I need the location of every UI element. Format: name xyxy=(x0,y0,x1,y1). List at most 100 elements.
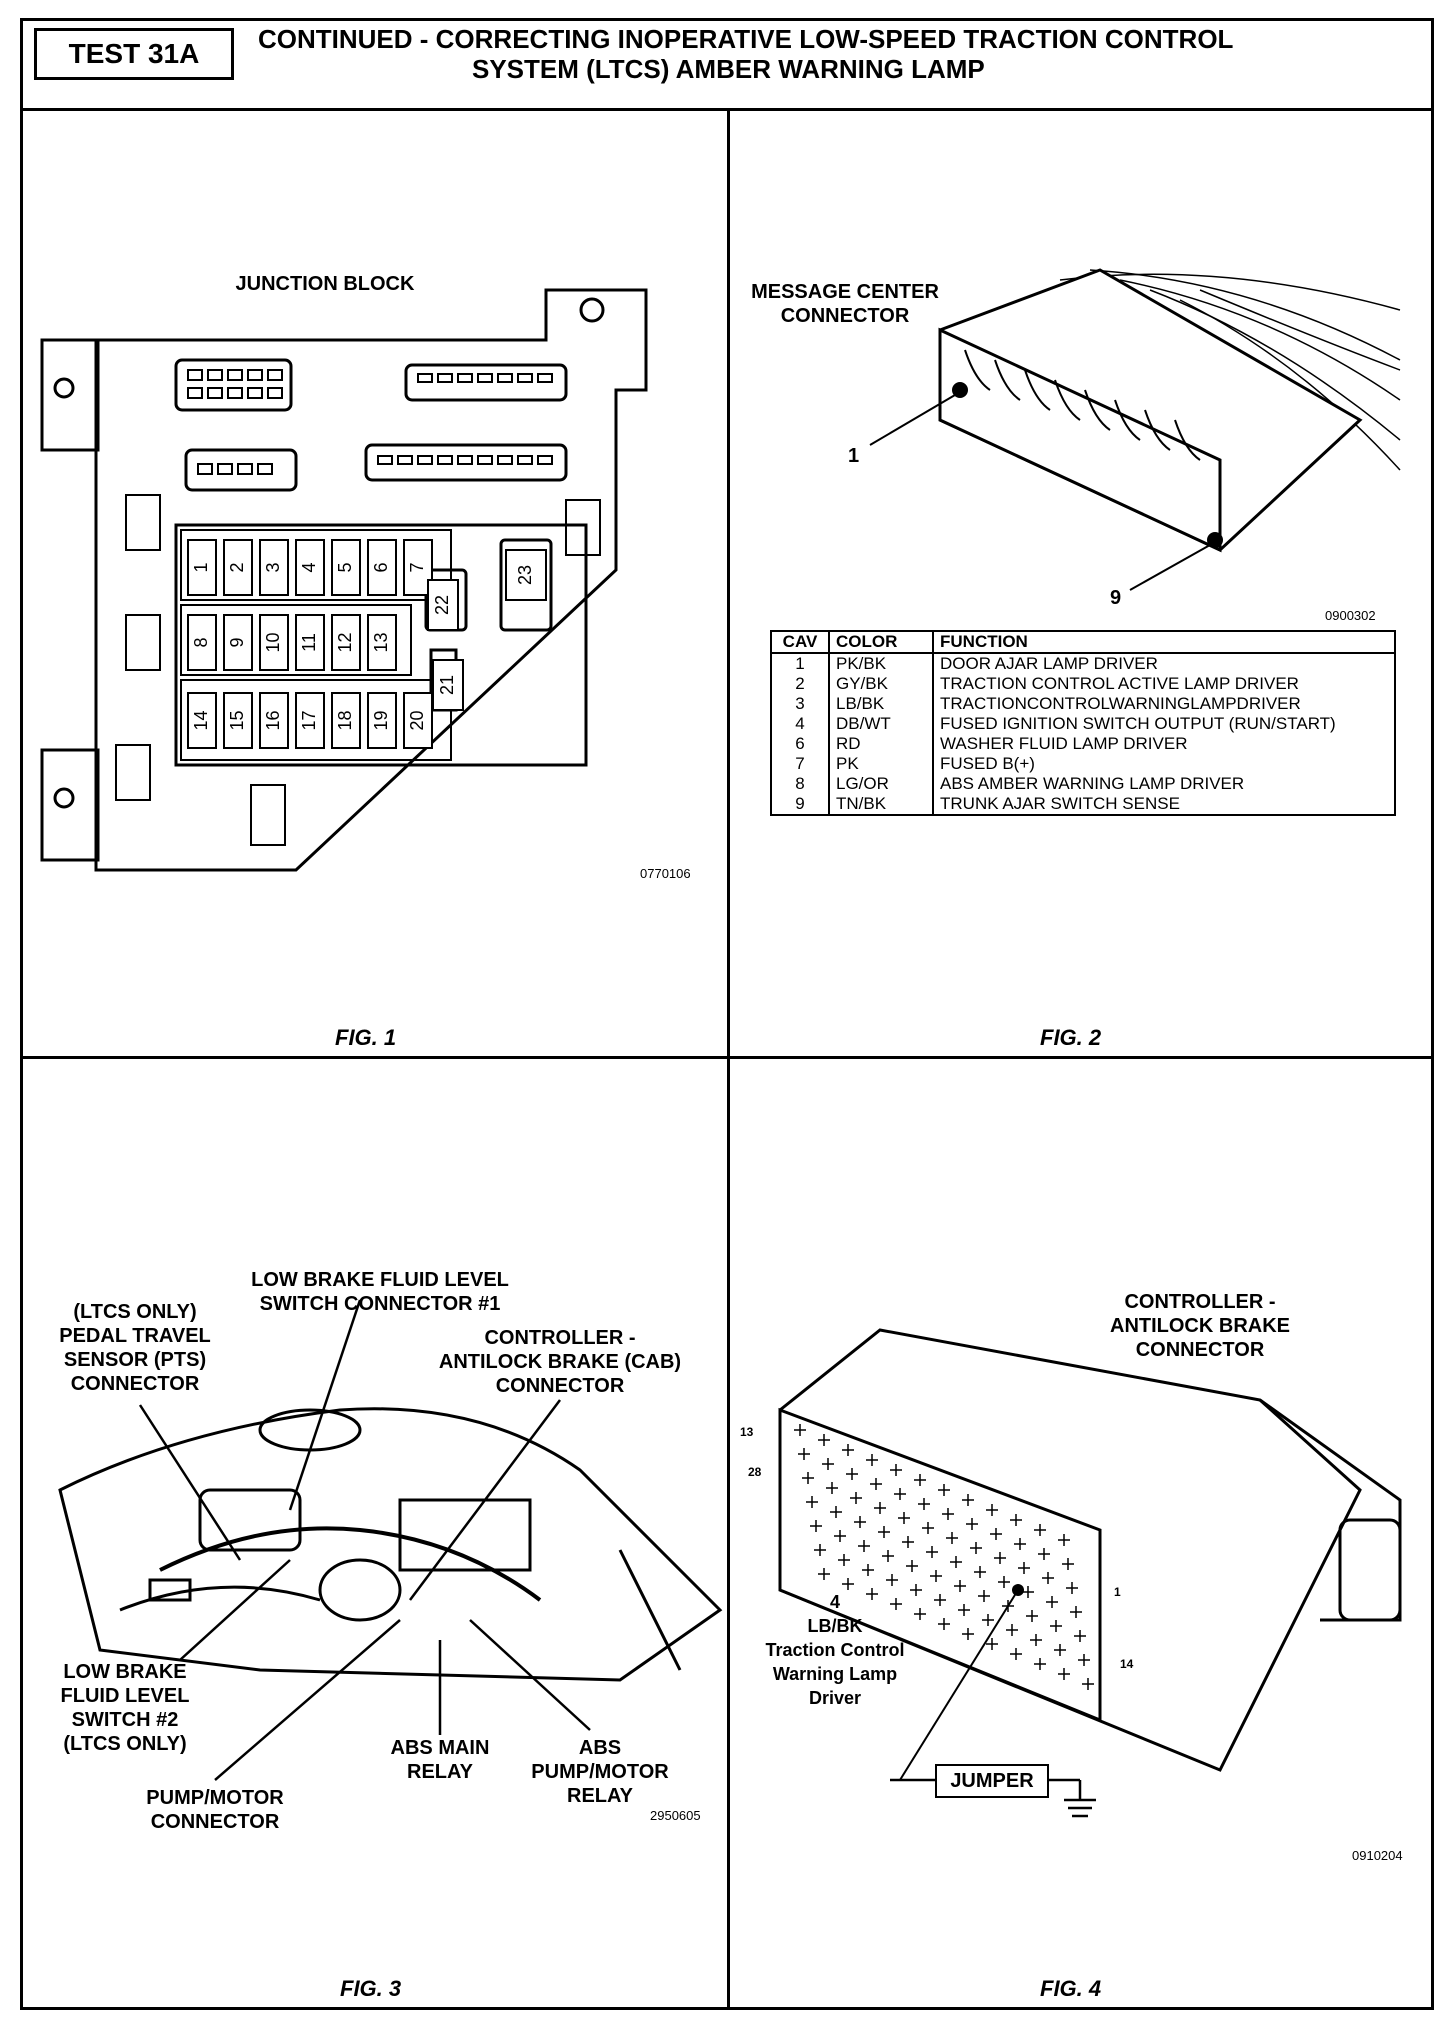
connector-cavity xyxy=(850,1492,862,1504)
connector-cavity xyxy=(1062,1558,1074,1570)
fig2-code: 0900302 xyxy=(1325,608,1376,623)
connector-cavity xyxy=(866,1454,878,1466)
connector-cavity xyxy=(842,1444,854,1456)
connector-cavity xyxy=(890,1598,902,1610)
function-cell: TRACTION CONTROL ACTIVE LAMP DRIVER xyxy=(940,674,1299,693)
connector-cavity xyxy=(874,1502,886,1514)
label-abs-pump-relay: ABS PUMP/MOTOR RELAY xyxy=(531,1737,669,1807)
fig4-caption: FIG. 4 xyxy=(1040,1976,1102,2001)
connector-cavity xyxy=(934,1594,946,1606)
connector-cavity xyxy=(978,1590,990,1602)
fuse-cell xyxy=(259,692,289,749)
connector-cavity xyxy=(1038,1548,1050,1560)
cav-cell: 8 xyxy=(771,774,830,794)
fuse-number: 15 xyxy=(227,710,247,730)
color-cell: GY/BK xyxy=(829,674,934,694)
page-title: CONTINUED - CORRECTING INOPERATIVE LOW-S… xyxy=(258,24,1418,84)
connector-cavity xyxy=(1034,1524,1046,1536)
connector-cavity xyxy=(926,1546,938,1558)
fig4-title: CONTROLLER - ANTILOCK BRAKE CONNECTOR xyxy=(1110,1291,1290,1361)
fig4-pin13: 13 xyxy=(740,1425,754,1439)
color-cell: PK/BK xyxy=(829,653,934,674)
connector-cavity xyxy=(910,1584,922,1596)
connector-cavity xyxy=(818,1568,830,1580)
connector-cavity xyxy=(794,1424,806,1436)
fuse-cell xyxy=(259,539,289,596)
connector-cavity xyxy=(854,1516,866,1528)
cav-cell: 3 xyxy=(771,694,830,714)
connector-cavity xyxy=(970,1542,982,1554)
connector-cavity xyxy=(878,1526,890,1538)
fuse-number: 4 xyxy=(299,562,319,572)
fuse-number: 13 xyxy=(371,632,391,652)
connector-cavity xyxy=(914,1474,926,1486)
message-center-connector-diagram xyxy=(869,268,1401,591)
connector-cavity xyxy=(1010,1514,1022,1526)
cav-cell: 9 xyxy=(771,794,830,815)
connector-cavity xyxy=(994,1552,1006,1564)
fig3-caption: FIG. 3 xyxy=(340,1976,402,2001)
cav-cell: 2 xyxy=(771,674,830,694)
function-cell: WASHER FLUID LAMP DRIVER xyxy=(940,734,1188,753)
connector-cavity xyxy=(1022,1586,1034,1598)
fig2-pin1-label: 1 xyxy=(848,445,860,467)
connector-cavity xyxy=(1070,1606,1082,1618)
connector-cavity xyxy=(870,1478,882,1490)
fuse-number: 11 xyxy=(299,633,319,652)
connector-cavity xyxy=(898,1512,910,1524)
fuse-cell xyxy=(223,539,253,596)
col-function: FUNCTION xyxy=(933,631,1395,654)
fuse-cell xyxy=(427,579,459,631)
engine-bay-illustration xyxy=(58,1407,723,1682)
function-cell: TRACTIONCONTROLWARNINGLAMPDRIVER xyxy=(940,694,1301,713)
connector-cavity xyxy=(846,1468,858,1480)
title-line-2: SYSTEM (LTCS) AMBER WARNING LAMP xyxy=(472,54,985,84)
connector-cavity xyxy=(1054,1644,1066,1656)
color-cell: TN/BK xyxy=(829,794,934,815)
color-cell: PK xyxy=(829,754,934,774)
fuse-cell xyxy=(295,614,325,671)
connector-cavity xyxy=(814,1544,826,1556)
fuse-number: 19 xyxy=(371,710,391,730)
fig1-code: 0770106 xyxy=(640,866,691,881)
fuse-cell xyxy=(187,539,217,596)
fig4-code: 0910204 xyxy=(1352,1848,1403,1863)
function-cell: FUSED IGNITION SWITCH OUTPUT (RUN/START) xyxy=(940,714,1336,733)
connector-cavity xyxy=(838,1554,850,1566)
connector-cavity xyxy=(1010,1648,1022,1660)
color-cell: LG/OR xyxy=(829,774,934,794)
fig3-code: 2950605 xyxy=(650,1808,701,1823)
fuse-cell xyxy=(367,539,397,596)
connector-cavity xyxy=(986,1638,998,1650)
fuse-cell xyxy=(505,549,547,601)
fuse-number: 2 xyxy=(227,562,247,572)
fuse-cell xyxy=(367,692,397,749)
connector-cavity xyxy=(998,1576,1010,1588)
label-pedal-travel-sensor: (LTCS ONLY) PEDAL TRAVEL SENSOR (PTS) CO… xyxy=(59,1301,211,1395)
fuse-cell xyxy=(331,539,361,596)
col-color: COLOR xyxy=(829,631,934,654)
connector-cavity xyxy=(1050,1620,1062,1632)
connector-cavity xyxy=(890,1464,902,1476)
connector-cavity xyxy=(954,1580,966,1592)
connector-cavity xyxy=(1074,1630,1086,1642)
connector-cavity xyxy=(1058,1534,1070,1546)
function-cell: TRUNK AJAR SWITCH SENSE xyxy=(940,794,1180,813)
fig2-caption: FIG. 2 xyxy=(1040,1025,1102,1050)
fuse-number: 7 xyxy=(407,562,427,572)
fuse-number: 23 xyxy=(515,565,535,585)
fuse-number: 6 xyxy=(371,562,391,572)
cav-cell: 7 xyxy=(771,754,830,774)
connector-cavity xyxy=(962,1494,974,1506)
fuse-cell xyxy=(259,614,289,671)
connector-cavity xyxy=(1078,1654,1090,1666)
fig4-pin14: 14 xyxy=(1120,1657,1134,1671)
connector-cavity xyxy=(950,1556,962,1568)
connector-cavity xyxy=(1030,1634,1042,1646)
color-cell: RD xyxy=(829,734,934,754)
